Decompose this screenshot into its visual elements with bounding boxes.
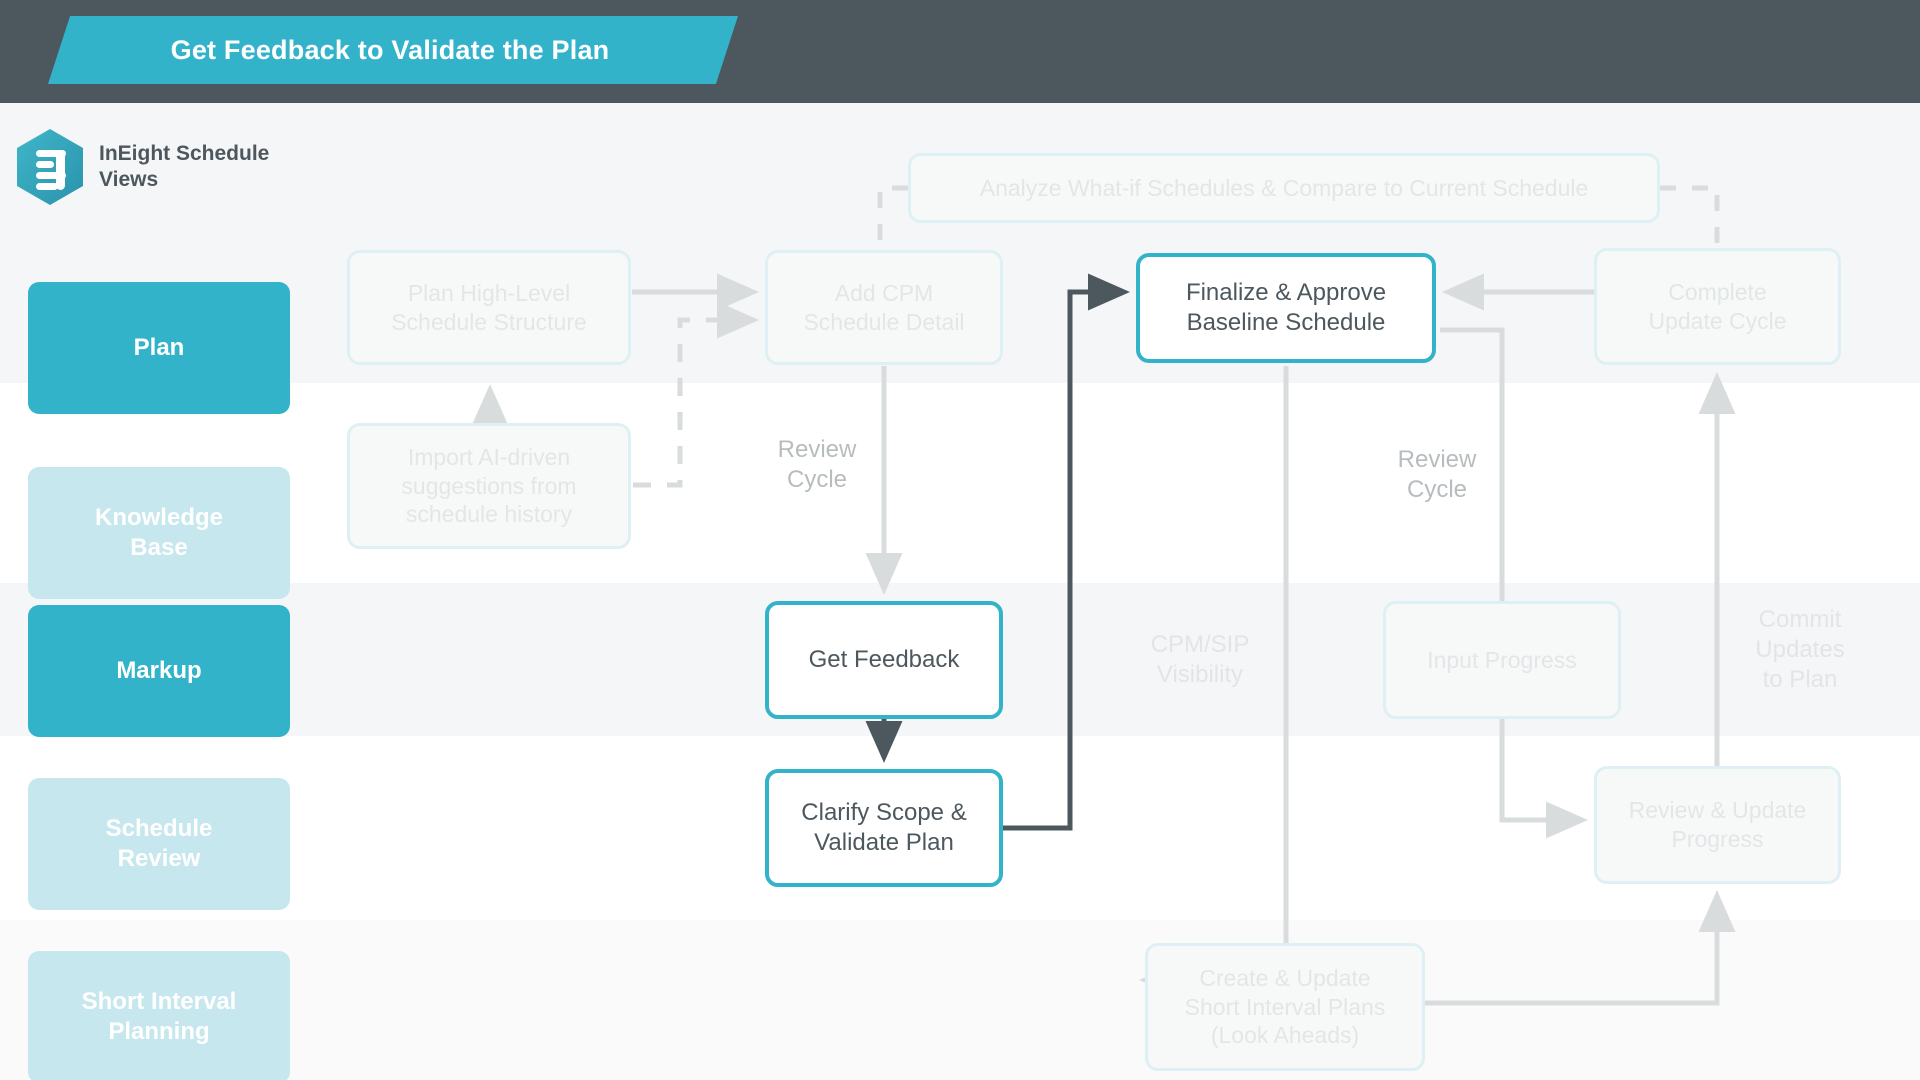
node-label: Import AI-driven suggestions from schedu… [401, 444, 577, 528]
brand-block: InEight Schedule Views [14, 128, 269, 206]
node-complete-update-cycle[interactable]: Complete Update Cycle [1594, 248, 1841, 365]
node-label: Finalize & Approve Baseline Schedule [1185, 279, 1387, 336]
label-review-cycle-left: Review Cycle [752, 425, 882, 505]
label-text: Review Cycle [1397, 445, 1477, 503]
sidebar-item-short-interval[interactable]: Short Interval Planning [28, 951, 290, 1080]
band-kb [0, 383, 1920, 583]
sidebar-item-label: Knowledge Base [94, 503, 223, 561]
node-label: Plan High-Level Schedule Structure [391, 279, 587, 335]
node-label: Input Progress [1427, 646, 1577, 673]
label-commit-updates-to-plan: Commit Updates to Plan [1725, 590, 1875, 710]
banner-shape [48, 16, 738, 84]
sidebar-item-knowledge-base[interactable]: Knowledge Base [28, 467, 290, 599]
header-bar: Get Feedback to Validate the Plan [0, 0, 1920, 103]
node-create-update-sip[interactable]: Create & Update Short Interval Plans (Lo… [1145, 943, 1425, 1071]
node-finalize-approve[interactable]: Finalize & Approve Baseline Schedule [1136, 253, 1436, 363]
edge-whatif-right-dashed [1660, 185, 1720, 244]
node-analyze-whatif[interactable]: Analyze What-if Schedules & Compare to C… [908, 153, 1660, 223]
node-label: Complete Update Cycle [1648, 278, 1787, 334]
edge-inputprogress-down [1499, 719, 1589, 839]
label-text: Commit Updates to Plan [1755, 605, 1845, 694]
node-get-feedback[interactable]: Get Feedback [765, 601, 1003, 719]
node-clarify-scope[interactable]: Clarify Scope & Validate Plan [765, 769, 1003, 887]
sidebar-item-markup[interactable]: Markup [28, 605, 290, 737]
edge-inputprogress-up-to-finalize [1440, 327, 1505, 601]
node-label: Review & Update Progress [1628, 797, 1807, 852]
label-review-cycle-right: Review Cycle [1372, 435, 1502, 515]
node-label: Analyze What-if Schedules & Compare to C… [979, 174, 1589, 201]
node-label: Create & Update Short Interval Plans (Lo… [1184, 965, 1386, 1049]
sidebar-item-schedule-review[interactable]: Schedule Review [28, 778, 290, 910]
edge-clarify-to-finalize [1003, 273, 1131, 831]
label-text: Review Cycle [777, 435, 857, 493]
node-add-cpm-detail[interactable]: Add CPM Schedule Detail [765, 250, 1003, 365]
edge-import-to-addcpm [633, 301, 760, 488]
node-plan-high-level[interactable]: Plan High-Level Schedule Structure [347, 250, 631, 365]
node-review-update-progress[interactable]: Review & Update Progress [1594, 766, 1841, 884]
sidebar-item-label: Plan [133, 333, 185, 361]
sidebar-item-label: Short Interval Planning [81, 987, 237, 1045]
label-cpm-sip-visibility: CPM/SIP Visibility [1120, 620, 1280, 700]
edge-whatif-left-dashed [877, 185, 908, 245]
band-sip [0, 920, 1920, 1080]
label-text: CPM/SIP Visibility [1150, 630, 1250, 688]
ineight-hexagon-logo-icon [17, 129, 83, 205]
sidebar-item-label: Schedule Review [105, 814, 213, 872]
title-banner: Get Feedback to Validate the Plan [48, 16, 738, 84]
node-label: Clarify Scope & Validate Plan [801, 799, 967, 856]
page-title: Get Feedback to Validate the Plan [170, 34, 610, 65]
edge-sip-to-reviewupdate [1425, 889, 1736, 1006]
node-import-ai-suggestions[interactable]: Import AI-driven suggestions from schedu… [347, 423, 631, 549]
brand-name: InEight Schedule Views [99, 142, 270, 191]
node-label: Add CPM Schedule Detail [803, 279, 965, 335]
sidebar-item-plan[interactable]: Plan [28, 282, 290, 414]
sidebar-item-label: Markup [116, 656, 202, 684]
node-input-progress[interactable]: Input Progress [1383, 601, 1621, 719]
node-label: Get Feedback [808, 646, 960, 674]
